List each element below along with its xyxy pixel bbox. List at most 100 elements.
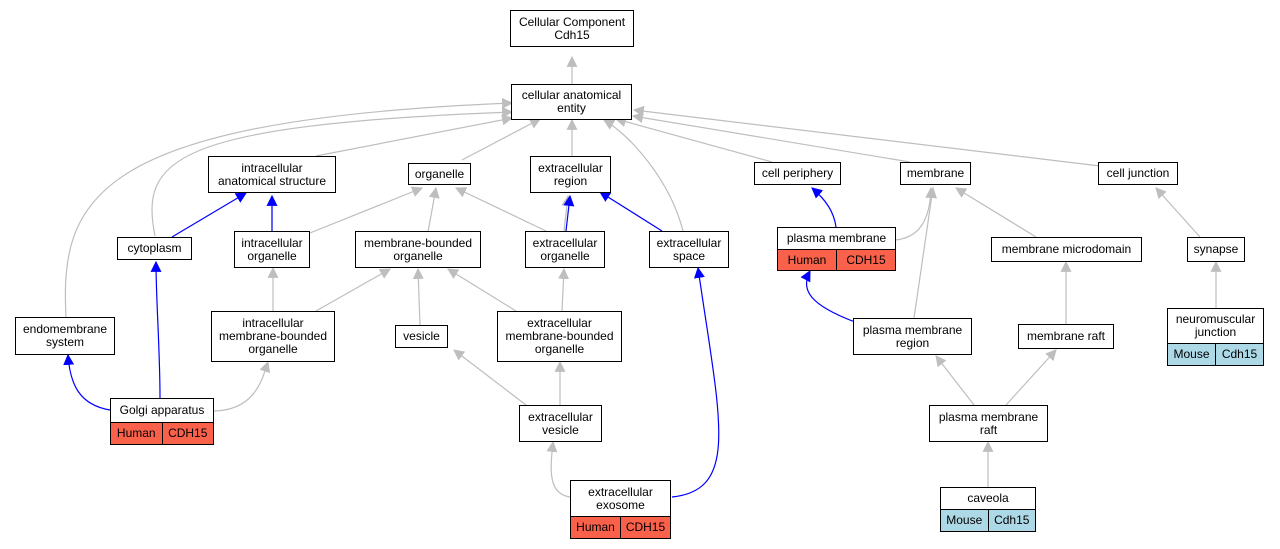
tag-exo-species: Human: [576, 520, 615, 534]
edge-cytoplasm-cae: [151, 106, 514, 237]
tag-golgi-species: Human: [116, 426, 156, 440]
edge-ias-cae: [315, 114, 514, 157]
node-organelle[interactable]: organelle: [408, 163, 471, 185]
node-cellular-component-label: Cellular Component: [518, 14, 626, 29]
edge-pmr-membrane: [913, 186, 938, 319]
node-synapse[interactable]: synapse: [1187, 237, 1245, 262]
tag-pm-gene: CDH15: [836, 250, 895, 270]
edge-exspace-cae: [603, 119, 684, 232]
edge-golgi-endo: [63, 353, 111, 411]
edge-golgi-cytoplasm: [150, 260, 162, 399]
node-synapse-label: synapse: [1193, 242, 1239, 256]
node-cell-periphery[interactable]: cell periphery: [754, 162, 841, 185]
node-imbo-line1: intracellular: [242, 316, 304, 330]
node-vesicle[interactable]: vesicle: [395, 325, 448, 348]
tag-golgi-gene: CDH15: [161, 423, 214, 444]
node-nmj-line1: neuromuscular: [1175, 312, 1256, 326]
node-celljunc-label: cell junction: [1106, 166, 1170, 180]
node-membrane-microdomain[interactable]: membrane microdomain: [991, 237, 1142, 262]
edge-mmd-membrane: [955, 187, 1037, 238]
edge-exo-exspace: [671, 266, 720, 498]
edge-cellper-cae: [614, 116, 773, 163]
node-ias-line2: anatomical structure: [217, 173, 327, 188]
node-pmr-line1: plasma membrane: [862, 322, 963, 337]
node-exves-line2: vesicle: [542, 422, 579, 437]
node-embo-line1: extracellular: [527, 316, 592, 330]
edge-exorg-organelle: [455, 187, 547, 232]
node-nmj-line2: junction: [1194, 325, 1237, 339]
node-pmraft-line1: plasma membrane: [938, 409, 1039, 424]
edge-golgi-imbo: [213, 360, 271, 412]
node-caveola-label: caveola: [967, 491, 1009, 505]
edge-pmraft-mraft: [1005, 349, 1057, 406]
tag-pm-species: Human: [787, 252, 827, 267]
tag-extracellular-exosome: Human CDH15: [570, 516, 671, 539]
tag-caveola: Mouse Cdh15: [940, 509, 1036, 532]
edge-intorg-organelle: [299, 186, 424, 238]
node-mbo-line1: membrane-bounded: [363, 235, 473, 250]
tag-nmj-gene: Cdh15: [1215, 344, 1263, 365]
node-cytoplasm[interactable]: cytoplasm: [117, 237, 192, 260]
tag-golgi-apparatus: Human CDH15: [110, 422, 214, 445]
edge-exorg-exreg-blue: [563, 194, 575, 232]
node-embo-line2: membrane-bounded: [505, 329, 614, 343]
node-embo-line3: organelle: [534, 342, 585, 356]
tag-caveola-species: Mouse: [946, 513, 983, 527]
edge-mbo-organelle: [427, 186, 440, 233]
edge-vesicle-mbo: [412, 267, 424, 326]
tag-nmj-species: Mouse: [1173, 347, 1210, 361]
node-ias-line1: intracellular: [241, 160, 303, 175]
edge-imbo-mbo: [315, 268, 391, 312]
edge-exves-vesicle: [453, 349, 527, 406]
edge-synapse-celljunc: [1155, 187, 1201, 238]
edge-embo-mbo: [447, 268, 517, 312]
tag-exo-gene: CDH15: [620, 517, 670, 538]
node-intorg-line2: organelle: [247, 248, 297, 263]
node-caveola[interactable]: caveola: [940, 487, 1036, 510]
edge-membrane-cae: [631, 112, 911, 163]
node-membrane[interactable]: membrane: [900, 162, 971, 185]
node-membrane-raft[interactable]: membrane raft: [1018, 324, 1114, 349]
node-vesicle-label: vesicle: [403, 329, 440, 343]
node-mmd-label: membrane microdomain: [1001, 242, 1132, 256]
edge-pmr-pm: [800, 270, 856, 323]
node-imbo-line3: organelle: [248, 342, 298, 356]
node-exreg-line2: region: [553, 173, 588, 188]
node-plasma-membrane[interactable]: plasma membrane: [777, 227, 896, 250]
edge-pm-cellper: [811, 187, 837, 228]
edge-pmraft-pmr: [935, 355, 975, 406]
node-cellular-component-gene: Cdh15: [554, 27, 590, 42]
node-mbo-line2: organelle: [393, 248, 443, 263]
node-cytoplasm-label: cytoplasm: [127, 241, 182, 255]
node-intorg-line1: intracellular: [241, 235, 303, 250]
tag-caveola-gene: Cdh15: [987, 510, 1036, 531]
node-pm-label: plasma membrane: [786, 231, 887, 245]
node-pmr-line2: region: [895, 335, 930, 350]
edge-celljunc-cae: [632, 105, 1101, 167]
node-cell-junction[interactable]: cell junction: [1098, 162, 1178, 185]
node-golgi-apparatus[interactable]: Golgi apparatus: [110, 398, 214, 423]
node-exo-line2: exosome: [596, 497, 645, 512]
node-exspace-line1: extracellular: [656, 235, 722, 250]
edge-embo-exorg: [558, 267, 570, 312]
node-exorg-line2: organelle: [540, 248, 590, 263]
node-exreg-line1: extracellular: [538, 160, 603, 175]
node-golgi-label: Golgi apparatus: [119, 403, 205, 417]
node-imbo-line2: membrane-bounded: [218, 329, 328, 343]
